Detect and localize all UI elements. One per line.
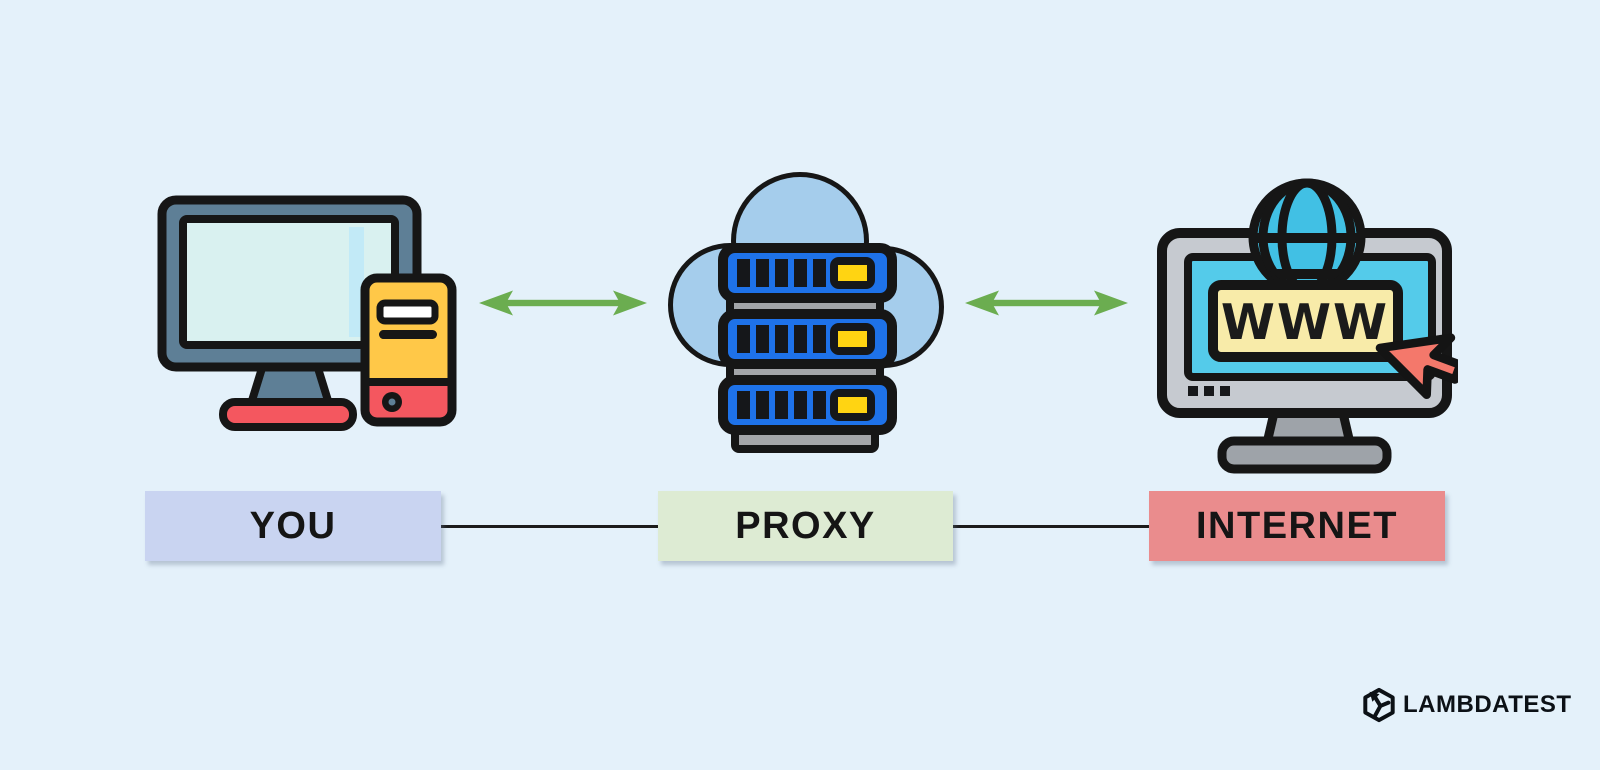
- www-address-plate: [1208, 280, 1403, 362]
- rack-led-light: [838, 397, 867, 413]
- lambdatest-logo: LAMBDATEST: [1362, 686, 1572, 724]
- lambdatest-hexagon-arrow-icon: [1363, 687, 1395, 723]
- internet-label-box: INTERNET: [1149, 491, 1445, 561]
- server-rack-3: [718, 375, 897, 435]
- you-label: YOU: [249, 504, 337, 547]
- tower-drive-slot: [376, 299, 439, 325]
- line-you-proxy: [441, 525, 658, 528]
- arrow-you-proxy: [479, 290, 647, 316]
- line-proxy-internet: [953, 525, 1149, 528]
- you-label-box: YOU: [145, 491, 441, 561]
- tower-vent-bar: [379, 330, 437, 339]
- monitor-globe-www-illustration: WWW: [1157, 178, 1458, 474]
- globe-icon: [1248, 178, 1366, 296]
- screen-highlight-stripe: [349, 227, 364, 337]
- arrowhead-left-icon: [479, 290, 513, 316]
- computer-tower: [360, 273, 457, 427]
- bezel-dots: [1188, 386, 1230, 396]
- desktop-computer-illustration: [157, 195, 457, 431]
- brand-name: LAMBDATEST: [1403, 691, 1572, 718]
- server-rack-1: [718, 243, 897, 303]
- www-text: WWW: [1221, 294, 1389, 351]
- arrowhead-right-icon: [613, 290, 647, 316]
- proxy-label: PROXY: [735, 504, 876, 547]
- server-rack-2: [718, 309, 897, 369]
- arrowhead-right-icon: [1094, 290, 1128, 316]
- rack-led-light: [838, 331, 867, 347]
- mouse-cursor-icon: [1375, 333, 1458, 399]
- monitor-stand-base: [1217, 436, 1392, 474]
- cloud-server-stack-illustration: [668, 172, 944, 453]
- rack-led-light: [838, 265, 867, 281]
- proxy-label-box: PROXY: [658, 491, 953, 561]
- internet-label: INTERNET: [1196, 504, 1398, 547]
- monitor-stand-base: [219, 398, 357, 431]
- arrow-proxy-internet: [965, 290, 1128, 316]
- arrowhead-left-icon: [965, 290, 999, 316]
